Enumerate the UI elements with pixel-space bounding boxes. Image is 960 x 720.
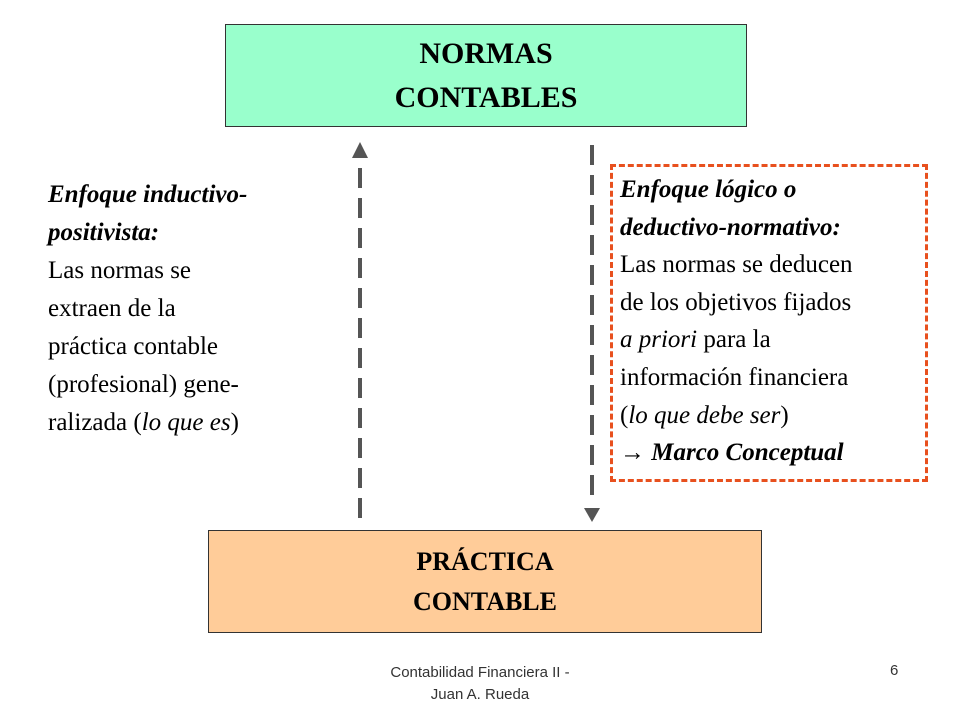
deductive-line4: información financiera: [620, 363, 849, 391]
inductive-line: Las normas se: [48, 257, 192, 284]
deductive-approach-text: Enfoque lógico o deductivo-normativo: La…: [620, 171, 920, 472]
inductive-line: práctica contable: [48, 333, 219, 360]
deductive-title-line2: deductivo-normativo:: [620, 213, 841, 241]
top-box-line2: CONTABLES: [394, 80, 578, 114]
deductive-title-line1: Enfoque lógico o: [620, 176, 797, 203]
deductive-line2: de los objetivos fijados: [620, 288, 852, 316]
upward-dashed-arrow: [352, 142, 368, 518]
top-box-line1: NORMAS: [419, 36, 553, 70]
inductive-last-line: ralizada (lo que es): [48, 404, 318, 442]
upward-arrowhead: [352, 142, 368, 158]
marco-conceptual-line: → Marco Conceptual: [620, 434, 920, 472]
inductive-last-prefix: ralizada (: [48, 409, 142, 436]
footer-line2: Juan A. Rueda: [430, 686, 530, 703]
deductive-line3: a priori para la: [620, 321, 920, 359]
inductive-line: (profesional) gene-: [48, 371, 239, 398]
marco-conceptual-label: Marco Conceptual: [645, 439, 844, 467]
inductive-title-line2: positivista:: [48, 219, 160, 246]
bottom-box-line2: CONTABLE: [413, 586, 557, 616]
a-priori-italic: a priori: [620, 326, 698, 354]
deductive-line3-rest: para la: [697, 326, 771, 354]
deductive-line5-open: (: [620, 401, 629, 429]
deductive-line5: (lo que debe ser): [620, 397, 920, 435]
practica-contable-box: PRÁCTICA CONTABLE: [208, 530, 762, 633]
page-number: 6: [890, 662, 899, 679]
right-arrow-icon: →: [620, 439, 645, 467]
deductive-line1: Las normas se deducen: [620, 251, 853, 279]
deductive-line5-close: ): [780, 401, 789, 429]
downward-dashed-arrow: [584, 145, 600, 522]
inductive-line: extraen de la: [48, 295, 176, 322]
normas-contables-box: NORMAS CONTABLES: [225, 24, 747, 127]
slide-footer: Contabilidad Financiera II - Juan A. Rue…: [350, 662, 610, 706]
deductive-dashed-frame: [610, 164, 928, 482]
inductive-approach-text: Enfoque inductivo- positivista: Las norm…: [48, 176, 318, 442]
inductive-last-italic: lo que es: [141, 409, 231, 436]
inductive-last-suffix: ): [230, 409, 239, 436]
lo-que-debe-ser-italic: lo que debe ser: [628, 401, 781, 429]
bottom-box-line1: PRÁCTICA: [416, 546, 554, 576]
footer-line1: Contabilidad Financiera II -: [390, 664, 570, 681]
downward-arrowhead: [584, 508, 600, 522]
inductive-title-line1: Enfoque inductivo-: [48, 181, 248, 208]
